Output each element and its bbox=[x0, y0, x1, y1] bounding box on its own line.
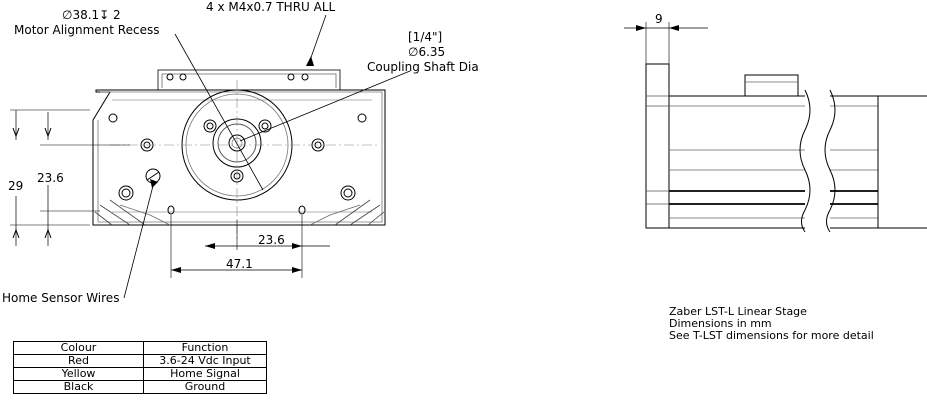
table-header-colour: Colour bbox=[13, 341, 144, 355]
dimension-left-inner: 23.6 bbox=[37, 171, 64, 185]
dimension-left-outer: 29 bbox=[8, 179, 24, 193]
front-view bbox=[10, 14, 411, 299]
shaft-label: Coupling Shaft Dia bbox=[367, 60, 479, 74]
table-cell-colour: Yellow bbox=[13, 367, 144, 381]
recess-label: Motor Alignment Recess bbox=[14, 23, 160, 37]
table-cell-colour: Red bbox=[13, 354, 144, 368]
note-line: Zaber LST-L Linear Stage bbox=[669, 305, 807, 318]
dimension-bottom-inner: 23.6 bbox=[258, 233, 285, 247]
table-cell-function: Home Signal bbox=[143, 367, 267, 381]
note-line: See T-LST dimensions for more detail bbox=[669, 329, 874, 342]
table-header-row: Colour Function bbox=[13, 341, 267, 355]
table-header-function: Function bbox=[143, 341, 267, 355]
dimension-side-top: 9 bbox=[655, 12, 663, 26]
table-cell-function: Ground bbox=[143, 380, 267, 394]
table-row: Yellow Home Signal bbox=[13, 367, 267, 381]
recess-dimension: ∅38.1↧ 2 bbox=[62, 8, 121, 22]
table-row: Black Ground bbox=[13, 380, 267, 394]
table-cell-colour: Black bbox=[13, 380, 144, 394]
shaft-dimension: ∅6.35 bbox=[408, 45, 446, 59]
sensor-label: Home Sensor Wires bbox=[2, 291, 120, 305]
drawing-notes: Zaber LST-L Linear Stage Dimensions in m… bbox=[669, 306, 874, 342]
note-line: Dimensions in mm bbox=[669, 317, 772, 330]
side-view bbox=[624, 22, 927, 233]
table-row: Red 3.6-24 Vdc Input bbox=[13, 354, 267, 368]
wire-colour-table: Colour Function Red 3.6-24 Vdc Input Yel… bbox=[13, 341, 267, 394]
shaft-imperial-dimension: [1/4"] bbox=[408, 30, 443, 44]
holes-label: 4 x M4x0.7 THRU ALL bbox=[206, 0, 336, 14]
table-cell-function: 3.6-24 Vdc Input bbox=[143, 354, 267, 368]
dimension-bottom-outer: 47.1 bbox=[226, 257, 253, 271]
